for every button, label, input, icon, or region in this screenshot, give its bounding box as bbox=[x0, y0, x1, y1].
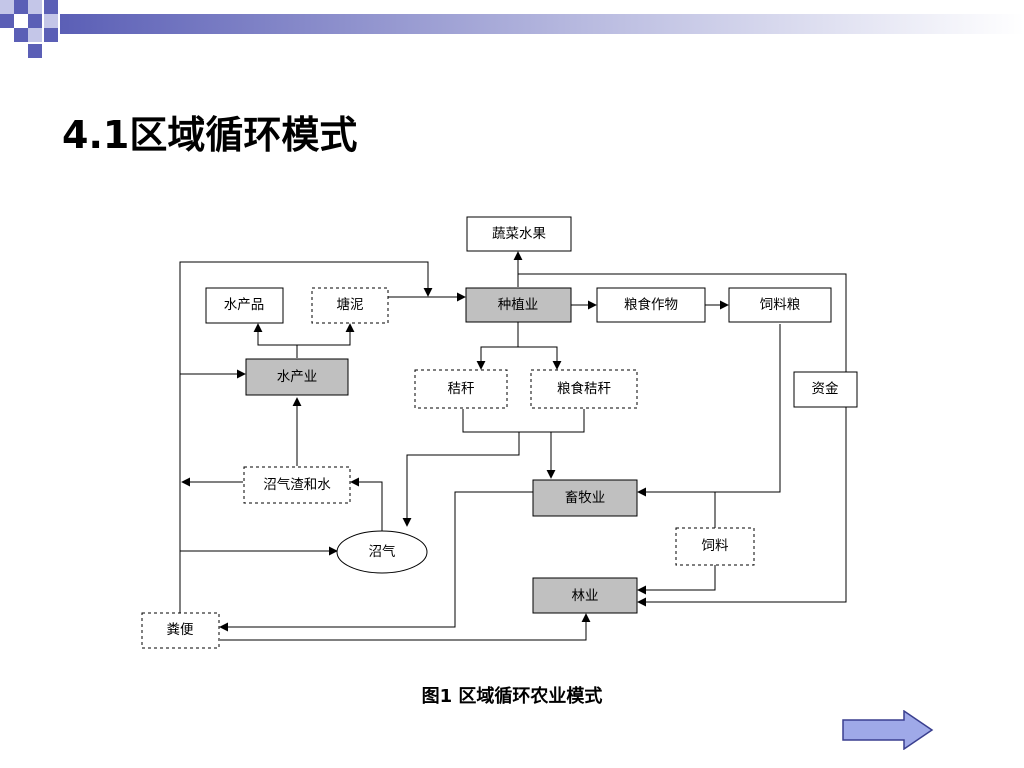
svg-text:粪便: 粪便 bbox=[167, 622, 194, 638]
node-grain-straw: 粮食秸秆 bbox=[530, 369, 638, 409]
node-feed-grain: 饲料粮 bbox=[728, 287, 832, 323]
svg-text:沼气: 沼气 bbox=[369, 544, 396, 560]
svg-text:粮食作物: 粮食作物 bbox=[624, 296, 678, 313]
svg-text:饲料粮: 饲料粮 bbox=[760, 297, 801, 313]
svg-text:资金: 资金 bbox=[812, 381, 840, 397]
node-aquatic-products: 水产品 bbox=[205, 287, 284, 324]
svg-text:饲料: 饲料 bbox=[702, 538, 730, 554]
node-biogas-residue: 沼气渣和水 bbox=[243, 466, 351, 504]
checker-logo bbox=[0, 0, 58, 58]
node-planting: 种植业 bbox=[465, 287, 572, 323]
node-manure: 粪便 bbox=[141, 612, 220, 649]
svg-text:蔬菜水果: 蔬菜水果 bbox=[492, 226, 546, 242]
node-grain-crops: 粮食作物 bbox=[596, 287, 706, 323]
svg-text:林业: 林业 bbox=[572, 588, 599, 604]
node-pond-mud: 塘泥 bbox=[311, 287, 389, 324]
node-feed: 饲料 bbox=[675, 527, 755, 566]
right-arrow-icon[interactable] bbox=[842, 710, 934, 750]
node-livestock: 畜牧业 bbox=[532, 479, 638, 517]
slide-title: 4.1区域循环模式 bbox=[62, 113, 358, 157]
svg-text:沼气渣和水: 沼气渣和水 bbox=[263, 477, 331, 493]
node-forestry: 林业 bbox=[532, 577, 638, 614]
svg-text:秸秆: 秸秆 bbox=[448, 381, 475, 397]
node-biogas: 沼气 bbox=[336, 530, 428, 574]
node-aquaculture: 水产业 bbox=[245, 358, 349, 396]
node-vegetables-fruits: 蔬菜水果 bbox=[466, 216, 572, 252]
svg-text:种植业: 种植业 bbox=[498, 297, 539, 313]
svg-text:水产品: 水产品 bbox=[224, 297, 265, 313]
svg-text:水产业: 水产业 bbox=[277, 369, 318, 385]
svg-text:塘泥: 塘泥 bbox=[337, 297, 364, 313]
node-straw: 秸秆 bbox=[414, 369, 508, 409]
svg-text:畜牧业: 畜牧业 bbox=[565, 490, 606, 506]
figure-caption: 图1 区域循环农业模式 bbox=[421, 686, 603, 707]
node-funds: 资金 bbox=[793, 371, 858, 408]
connectors bbox=[179, 251, 847, 641]
svg-text:粮食秸秆: 粮食秸秆 bbox=[557, 380, 611, 397]
title-banner bbox=[0, 0, 1024, 58]
